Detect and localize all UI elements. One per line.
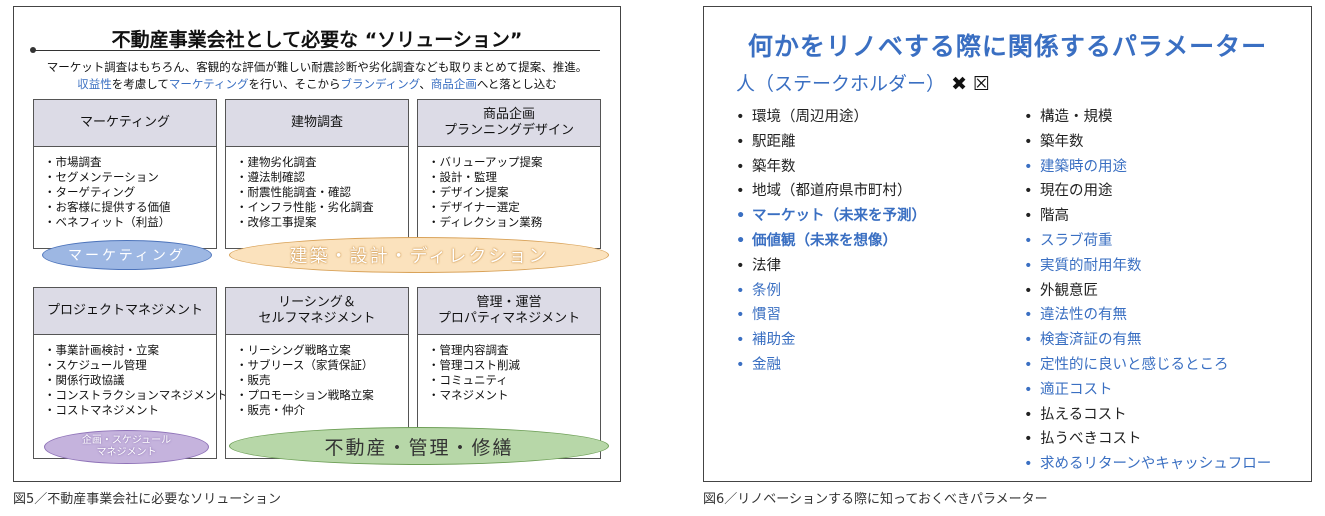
parameter-item: 建築時の用途 bbox=[1024, 155, 1271, 180]
parameter-item: 求めるリターンやキャッシュフロー bbox=[1024, 452, 1271, 477]
category-title: 管理・運営 プロパティマネジメント bbox=[418, 288, 600, 335]
subtitle-text: へと落とし込む bbox=[476, 77, 557, 91]
stakeholder-label: 人（ステークホルダー） bbox=[736, 73, 946, 95]
category-item: ・デザイン提案 bbox=[428, 185, 509, 199]
parameter-item: 金融 bbox=[736, 353, 926, 378]
category-box-product-planning: 商品企画 プランニングデザイン ・バリューアップ提案 ・設計・監理 ・デザイン提… bbox=[417, 99, 601, 249]
realestate-management-ellipse: 不動産・管理・修繕 bbox=[229, 427, 609, 465]
title-underline bbox=[34, 50, 600, 51]
category-item: ・管理コスト削減 bbox=[428, 358, 520, 372]
category-item: ・コミュニティ bbox=[428, 373, 508, 387]
design-direction-ellipse: 建築・設計・ディレクション bbox=[229, 237, 609, 273]
figure-5-panel: 不動産事業会社として必要な “ソリューション” マーケット調査はもちろん、客観的… bbox=[13, 6, 621, 482]
parameter-item: 払うべきコスト bbox=[1024, 427, 1271, 452]
title-bullet-dot bbox=[30, 47, 36, 53]
category-item: ・ディレクション業務 bbox=[428, 215, 543, 229]
category-item: ・サブリース（家賃保証） bbox=[236, 358, 374, 372]
figure-6-panel: 何かをリノベする際に関係するパラメーター 人（ステークホルダー） ✖ ☒ 環境（… bbox=[703, 6, 1312, 482]
parameter-item: 環境（周辺用途） bbox=[736, 105, 926, 130]
parameter-item: 外観意匠 bbox=[1024, 279, 1271, 304]
parameter-item: 実質的耐用年数 bbox=[1024, 254, 1271, 279]
category-item: ・コンストラクションマネジメント bbox=[44, 388, 228, 402]
category-item: ・建物劣化調査 bbox=[236, 155, 317, 169]
category-items: ・市場調査 ・セグメンテーション ・ターゲティング ・お客様に提供する価値 ・ベ… bbox=[34, 147, 216, 230]
category-item: ・事業計画検討・立案 bbox=[44, 343, 159, 357]
parameter-item: 払えるコスト bbox=[1024, 403, 1271, 428]
category-box-marketing: マーケティング ・市場調査 ・セグメンテーション ・ターゲティング ・お客様に提… bbox=[33, 99, 217, 249]
category-title: マーケティング bbox=[34, 100, 216, 147]
parameter-item: 条例 bbox=[736, 279, 926, 304]
subtitle-text: を行い、そこから bbox=[248, 77, 341, 91]
parameter-item: 築年数 bbox=[736, 155, 926, 180]
subtitle-text: を考慮して bbox=[111, 77, 169, 91]
figure-5-subtitle-line1: マーケット調査はもちろん、客観的な評価が難しい耐震診断や劣化調査なども取りまとめ… bbox=[46, 60, 588, 74]
figure-6-title: 何かをリノベする際に関係するパラメーター bbox=[747, 32, 1268, 61]
figure-5-subtitle-line2: 収益性を考慮してマーケティングを行い、そこからブランディング、商品企画へと落とし… bbox=[14, 76, 620, 92]
parameter-item: 価値観（未来を想像） bbox=[736, 229, 926, 254]
parameter-list-right: 構造・規模 築年数 建築時の用途 現在の用途 階高 スラブ荷重 実質的耐用年数 … bbox=[1024, 105, 1271, 477]
subtitle-highlight: 商品企画 bbox=[430, 77, 477, 91]
parameter-item: 慣習 bbox=[736, 303, 926, 328]
parameter-item: 階高 bbox=[1024, 204, 1271, 229]
parameter-item: マーケット（未来を予測） bbox=[736, 204, 926, 229]
category-item: ・管理内容調査 bbox=[428, 343, 509, 357]
category-item: ・遵法制確認 bbox=[236, 170, 305, 184]
category-item: ・設計・監理 bbox=[428, 170, 497, 184]
category-items: ・リーシング戦略立案 ・サブリース（家賃保証） ・販売 ・プロモーション戦略立案… bbox=[226, 335, 408, 418]
parameter-item: 検査済証の有無 bbox=[1024, 328, 1271, 353]
category-title: プロジェクトマネジメント bbox=[34, 288, 216, 335]
category-title: 建物調査 bbox=[226, 100, 408, 147]
figure-5-caption: 図5／不動産事業会社に必要なソリューション bbox=[13, 492, 282, 507]
category-item: ・デザイナー選定 bbox=[428, 200, 520, 214]
category-title: リーシング＆ セルフマネジメント bbox=[226, 288, 408, 335]
parameter-item: 現在の用途 bbox=[1024, 179, 1271, 204]
category-item: ・ターゲティング bbox=[44, 185, 136, 199]
figure-6-subtitle: 人（ステークホルダー） ✖ ☒ bbox=[736, 69, 990, 96]
parameter-item: 法律 bbox=[736, 254, 926, 279]
figure-6-caption: 図6／リノベーションする際に知っておくべきパラメーター bbox=[703, 492, 1048, 507]
parameter-item: スラブ荷重 bbox=[1024, 229, 1271, 254]
category-item: ・セグメンテーション bbox=[44, 170, 159, 184]
parameter-item: 適正コスト bbox=[1024, 378, 1271, 403]
subtitle-highlight: ブランディング bbox=[340, 77, 420, 91]
category-items: ・事業計画検討・立案 ・スケジュール管理 ・関係行政協議 ・コンストラクションマ… bbox=[34, 335, 228, 418]
subtitle-highlight: 収益性 bbox=[77, 77, 112, 91]
category-item: ・販売 bbox=[236, 373, 271, 387]
subtitle-highlight: マーケティング bbox=[168, 77, 249, 91]
parameter-item: 補助金 bbox=[736, 328, 926, 353]
category-item: ・マネジメント bbox=[428, 388, 509, 402]
category-item: ・リーシング戦略立案 bbox=[236, 343, 351, 357]
parameter-item: 定性的に良いと感じるところ bbox=[1024, 353, 1271, 378]
category-item: ・販売・仲介 bbox=[236, 403, 305, 417]
category-item: ・関係行政協議 bbox=[44, 373, 125, 387]
category-item: ・改修工事提案 bbox=[236, 215, 317, 229]
category-item: ・市場調査 bbox=[44, 155, 102, 169]
category-item: ・インフラ性能・劣化調査 bbox=[236, 200, 374, 214]
category-items: ・建物劣化調査 ・遵法制確認 ・耐震性能調査・確認 ・インフラ性能・劣化調査 ・… bbox=[226, 147, 408, 230]
parameter-item: 築年数 bbox=[1024, 130, 1271, 155]
category-box-building-survey: 建物調査 ・建物劣化調査 ・遵法制確認 ・耐震性能調査・確認 ・インフラ性能・劣… bbox=[225, 99, 409, 249]
parameter-item: 違法性の有無 bbox=[1024, 303, 1271, 328]
category-title: 商品企画 プランニングデザイン bbox=[418, 100, 600, 147]
category-item: ・コストマネジメント bbox=[44, 403, 159, 417]
subtitle-text: 、 bbox=[419, 77, 431, 91]
category-items: ・管理内容調査 ・管理コスト削減 ・コミュニティ ・マネジメント bbox=[418, 335, 600, 403]
category-item: ・バリューアップ提案 bbox=[428, 155, 543, 169]
cross-checkbox-icon: ✖ ☒ bbox=[951, 73, 991, 95]
category-item: ・お客様に提供する価値 bbox=[44, 200, 171, 214]
schedule-management-ellipse: 企画・スケジュール マネジメント bbox=[44, 430, 209, 464]
category-item: ・ベネフィット（利益） bbox=[44, 215, 171, 229]
parameter-item: 構造・規模 bbox=[1024, 105, 1271, 130]
marketing-ellipse: マーケティング bbox=[42, 240, 212, 270]
category-box-leasing: リーシング＆ セルフマネジメント ・リーシング戦略立案 ・サブリース（家賃保証）… bbox=[225, 287, 409, 459]
category-item: ・プロモーション戦略立案 bbox=[236, 388, 374, 402]
parameter-item: 地域（都道府県市町村） bbox=[736, 179, 926, 204]
parameter-list-left: 環境（周辺用途） 駅距離 築年数 地域（都道府県市町村） マーケット（未来を予測… bbox=[736, 105, 926, 378]
parameter-item: 駅距離 bbox=[736, 130, 926, 155]
figure-5-title: 不動産事業会社として必要な “ソリューション” bbox=[111, 29, 523, 51]
category-item: ・スケジュール管理 bbox=[44, 358, 147, 372]
category-item: ・耐震性能調査・確認 bbox=[236, 185, 351, 199]
category-items: ・バリューアップ提案 ・設計・監理 ・デザイン提案 ・デザイナー選定 ・ディレク… bbox=[418, 147, 600, 230]
